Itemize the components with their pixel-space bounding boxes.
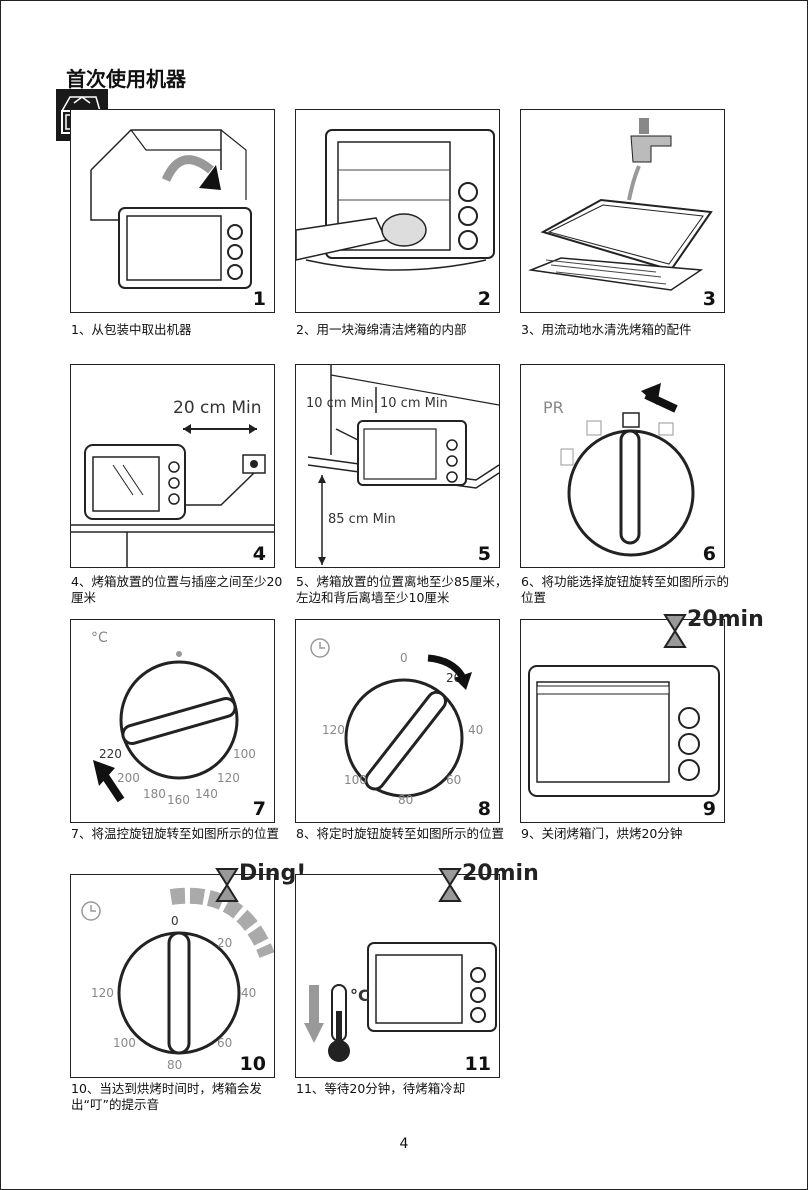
hourglass-icon [663, 613, 687, 649]
temperature-unit-label: °C [91, 630, 108, 646]
step-number: 3 [702, 288, 716, 310]
timer-80-label: 80 [398, 793, 413, 807]
step-number: 6 [702, 543, 716, 565]
sponge-icon [381, 213, 427, 247]
cleaning-illustration [296, 129, 495, 271]
temp-100-label: 100 [233, 747, 256, 761]
step-7-caption: 7、将温控旋钮旋转至如图所示的位置 [71, 826, 279, 841]
function-knob-illustration: PR [543, 383, 695, 557]
clock-icon [310, 638, 330, 658]
timer-0-label: 0 [400, 651, 408, 665]
step-3-caption: 3、用流动地水清洗烤箱的配件 [521, 322, 692, 337]
step-4-panel: 20 cm Min 4 [70, 364, 275, 568]
back-clearance-label: 10 cm Min [380, 396, 448, 411]
hourglass-icon [215, 867, 239, 903]
step-6-caption: 6、将功能选择旋钮旋转至如图所示的位置 [521, 574, 729, 605]
step-9-caption: 9、关闭烤箱门，烘烤20分钟 [521, 826, 683, 841]
floor-clearance-label: 85 cm Min [328, 512, 396, 527]
step-7-panel: °C 220 200 180 160 140 120 100 7 [70, 619, 275, 823]
step-1-caption: 1、从包装中取出机器 [71, 322, 192, 337]
step-number: 5 [477, 543, 491, 565]
timer-120-label: 120 [322, 723, 345, 737]
timer-120-label: 120 [91, 986, 114, 1000]
step-number: 7 [252, 798, 266, 820]
cooldown-illustration: °C [304, 942, 497, 1062]
step-2-caption: 2、用一块海绵清洁烤箱的内部 [296, 322, 467, 337]
temp-140-label: 140 [195, 787, 218, 801]
step-number: 10 [239, 1053, 266, 1075]
timer-40-label: 40 [241, 986, 256, 1000]
step-number: 8 [477, 798, 491, 820]
wash-accessories-illustration [528, 118, 713, 291]
outlet-distance-illustration: 20 cm Min [71, 398, 274, 567]
cooldown-time-overlay: 20min [462, 861, 539, 886]
step-10-panel: 0 20 40 60 80 100 120 10 [70, 874, 275, 1078]
step-number: 4 [252, 543, 266, 565]
clearance-illustration: 10 cm Min 10 cm Min 85 cm Min [306, 365, 499, 565]
mode-label: PR [543, 398, 564, 417]
step-8-panel: 0 20 40 60 80 100 120 8 [295, 619, 500, 823]
timer-100-label: 100 [113, 1036, 136, 1050]
step-2-panel: 2 [295, 109, 500, 313]
step-9-panel: 9 [520, 619, 725, 823]
timer-knob-illustration: 0 20 40 60 80 100 120 [310, 638, 483, 807]
faucet-icon [630, 118, 672, 163]
temperature-knob-illustration: °C 220 200 180 160 140 120 100 [91, 630, 256, 807]
temp-220-label: 220 [99, 747, 122, 761]
step-number: 1 [252, 288, 266, 310]
step-11-caption: 11、等待20分钟，待烤箱冷却 [296, 1081, 466, 1096]
step-1-panel: 1 [70, 109, 275, 313]
step-number: 11 [464, 1053, 491, 1075]
bake-time-overlay: 20min [687, 607, 764, 632]
timer-60-label: 60 [446, 773, 461, 787]
bake-illustration [528, 665, 720, 797]
step-10-caption: 10、当达到烘烤时间时，烤箱会发出“叮”的提示音 [71, 1081, 262, 1112]
side-clearance-label: 10 cm Min [306, 396, 374, 411]
clock-icon [81, 901, 101, 921]
distance-label: 20 cm Min [173, 398, 262, 418]
page-title: 首次使用机器 [66, 67, 186, 91]
temp-160-label: 160 [167, 793, 190, 807]
thermometer-icon [328, 984, 350, 1062]
step-4-caption: 4、烤箱放置的位置与插座之间至少20厘米 [71, 574, 283, 605]
timer-80-label: 80 [167, 1058, 182, 1072]
step-11-panel: °C 11 [295, 874, 500, 1078]
temp-200-label: 200 [117, 771, 140, 785]
temperature-unit-label: °C [350, 986, 370, 1005]
step-3-panel: 3 [520, 109, 725, 313]
timer-0-label: 0 [171, 914, 179, 928]
temp-120-label: 120 [217, 771, 240, 785]
step-6-panel: PR 6 [520, 364, 725, 568]
hourglass-icon [438, 867, 462, 903]
temp-180-label: 180 [143, 787, 166, 801]
timer-60-label: 60 [217, 1036, 232, 1050]
step-8-caption: 8、将定时旋钮旋转至如图所示的位置 [296, 826, 504, 841]
page-number: 4 [399, 1136, 409, 1152]
step-5-panel: 10 cm Min 10 cm Min 85 cm Min 5 [295, 364, 500, 568]
ding-timer-illustration: 0 20 40 60 80 100 120 [81, 887, 274, 1072]
step-5-caption: 5、烤箱放置的位置离地至少85厘米，左边和背后离墙至少10厘米 [296, 574, 508, 605]
timer-40-label: 40 [468, 723, 483, 737]
timer-20-label: 20 [217, 936, 232, 950]
step-number: 2 [477, 288, 491, 310]
step-number: 9 [702, 798, 716, 820]
timer-100-label: 100 [344, 773, 367, 787]
unbox-illustration [90, 129, 252, 289]
